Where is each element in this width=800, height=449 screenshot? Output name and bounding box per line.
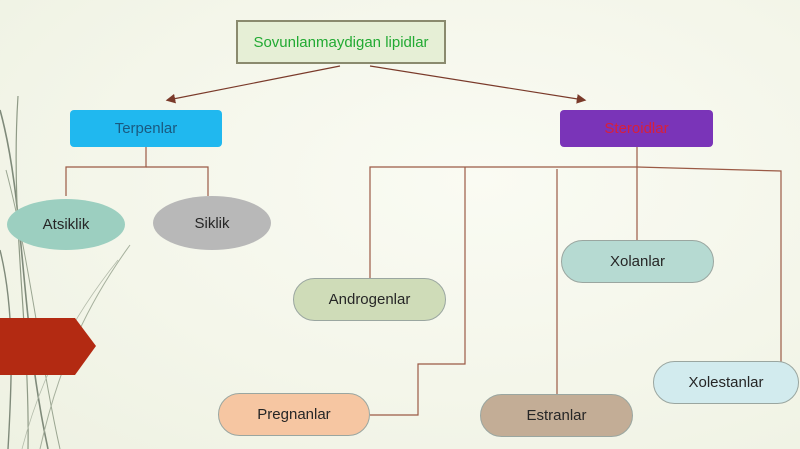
node-pregnanlar: Pregnanlar (218, 393, 370, 436)
node-siklik: Siklik (153, 196, 271, 250)
node-xolestanlar: Xolestanlar (653, 361, 799, 404)
node-steroidlar: Steroidlar (560, 110, 713, 147)
node-atsiklik: Atsiklik (7, 199, 125, 250)
node-xolanlar: Xolanlar (561, 240, 714, 283)
node-root: Sovunlanmaydigan lipidlar (236, 20, 446, 64)
node-androgenlar: Androgenlar (293, 278, 446, 321)
node-estranlar: Estranlar (480, 394, 633, 437)
node-terpenlar: Terpenlar (70, 110, 222, 147)
red-arrow-shape (0, 318, 96, 375)
